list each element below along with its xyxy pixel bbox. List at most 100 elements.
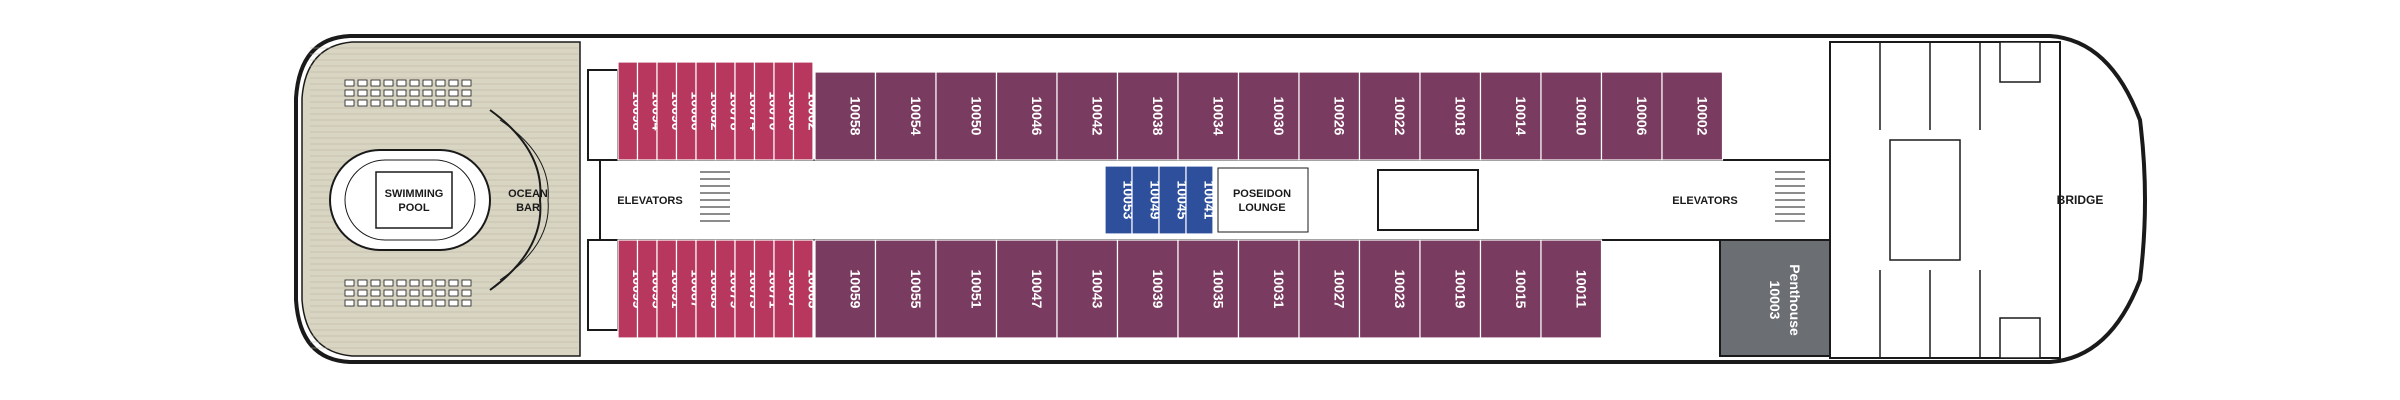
cabin-red[interactable] bbox=[792, 239, 814, 339]
lounger bbox=[435, 89, 446, 97]
lounger bbox=[422, 89, 433, 97]
cabin-purple[interactable] bbox=[1237, 71, 1300, 161]
lounger bbox=[409, 279, 420, 287]
lounger bbox=[357, 279, 368, 287]
cabin-purple[interactable] bbox=[1056, 71, 1119, 161]
aft-elevators-label: ELEVATORS bbox=[617, 195, 682, 207]
cabin-purple[interactable] bbox=[1419, 71, 1482, 161]
cabin-purple[interactable] bbox=[1116, 71, 1179, 161]
cabin-purple-number: 10047 bbox=[1029, 270, 1045, 309]
lounger bbox=[396, 79, 407, 87]
cabin-purple-number: 10010 bbox=[1573, 97, 1589, 136]
lounger bbox=[435, 99, 446, 107]
lounger bbox=[396, 89, 407, 97]
cabin-purple[interactable] bbox=[995, 71, 1058, 161]
lounger bbox=[396, 99, 407, 107]
lounger bbox=[344, 299, 355, 307]
lounge-label-2: LOUNGE bbox=[1238, 202, 1285, 214]
penthouse-suite: Penthouse 10003 bbox=[1719, 239, 1831, 357]
ocean-bar: OCEAN BAR bbox=[489, 109, 549, 291]
cabin-purple-number: 10018 bbox=[1452, 97, 1468, 136]
cabin-purple[interactable] bbox=[1600, 71, 1663, 161]
cabin-purple[interactable] bbox=[874, 71, 937, 161]
lounger bbox=[370, 79, 381, 87]
cabins-bottom-red: 1009910095100911008710083100791007510071… bbox=[617, 239, 821, 339]
lounger bbox=[448, 99, 459, 107]
cabin-purple[interactable] bbox=[995, 239, 1058, 339]
cabin-purple-number: 10039 bbox=[1150, 270, 1166, 309]
lounger bbox=[344, 89, 355, 97]
lounger bbox=[435, 79, 446, 87]
cabin-purple-number: 10046 bbox=[1029, 97, 1045, 136]
cabin-purple-number: 10011 bbox=[1573, 270, 1589, 308]
cabin-purple[interactable] bbox=[1540, 71, 1603, 161]
lounger bbox=[435, 279, 446, 287]
cabin-red[interactable] bbox=[792, 61, 814, 161]
cabin-blue[interactable] bbox=[1104, 165, 1133, 235]
cabin-purple[interactable] bbox=[1661, 71, 1724, 161]
cabin-purple[interactable] bbox=[814, 71, 877, 161]
lounger bbox=[448, 79, 459, 87]
lounger bbox=[383, 279, 394, 287]
cabin-purple[interactable] bbox=[1358, 71, 1421, 161]
cabin-purple-number: 10058 bbox=[847, 97, 863, 136]
lounger bbox=[357, 99, 368, 107]
sun-loungers bbox=[344, 79, 472, 307]
cabin-purple[interactable] bbox=[1177, 239, 1240, 339]
cabin-purple[interactable] bbox=[814, 239, 877, 339]
swimming-pool: SWIMMING POOL bbox=[329, 149, 491, 251]
lounger bbox=[409, 99, 420, 107]
cabin-purple[interactable] bbox=[1056, 239, 1119, 339]
cabin-purple-number: 10026 bbox=[1331, 97, 1347, 136]
lounger bbox=[344, 79, 355, 87]
lounger bbox=[422, 279, 433, 287]
cabin-purple-number: 10034 bbox=[1210, 97, 1226, 136]
lounger bbox=[370, 89, 381, 97]
lounger bbox=[396, 289, 407, 297]
lounger bbox=[448, 299, 459, 307]
cabin-blue[interactable] bbox=[1158, 165, 1187, 235]
pool-label-1: SWIMMING bbox=[385, 188, 444, 200]
cabin-purple[interactable] bbox=[1479, 71, 1542, 161]
lounger bbox=[409, 79, 420, 87]
lounger bbox=[344, 289, 355, 297]
penthouse-name: Penthouse bbox=[1787, 264, 1803, 336]
lounger bbox=[344, 279, 355, 287]
lounger bbox=[409, 299, 420, 307]
lounger bbox=[383, 99, 394, 107]
lounger bbox=[396, 299, 407, 307]
cabin-purple-number: 10042 bbox=[1089, 97, 1105, 136]
fwd-elevator-block: ELEVATORS bbox=[1672, 171, 1805, 222]
lounger bbox=[383, 299, 394, 307]
cabin-purple[interactable] bbox=[1237, 239, 1300, 339]
cabin-purple-number: 10014 bbox=[1513, 97, 1529, 136]
lounger bbox=[422, 99, 433, 107]
cabin-purple[interactable] bbox=[935, 71, 998, 161]
cabin-purple[interactable] bbox=[1116, 239, 1179, 339]
lounger bbox=[461, 89, 472, 97]
cabin-purple[interactable] bbox=[1358, 239, 1421, 339]
lounger bbox=[383, 289, 394, 297]
aft-elevator-block: ELEVATORS bbox=[587, 69, 730, 331]
cabin-purple[interactable] bbox=[1298, 71, 1361, 161]
lounger bbox=[357, 89, 368, 97]
poseidon-lounge: POSEIDON LOUNGE bbox=[1217, 167, 1479, 233]
cabin-purple-number: 10051 bbox=[968, 270, 984, 309]
cabin-purple-number: 10054 bbox=[908, 97, 924, 136]
lounger bbox=[448, 89, 459, 97]
cabin-purple[interactable] bbox=[1298, 239, 1361, 339]
cabin-purple[interactable] bbox=[1419, 239, 1482, 339]
lounger bbox=[357, 289, 368, 297]
lounger bbox=[461, 279, 472, 287]
cabin-purple-number: 10027 bbox=[1331, 270, 1347, 309]
cabin-purple[interactable] bbox=[1540, 239, 1603, 339]
cabin-blue[interactable] bbox=[1185, 165, 1214, 235]
cabin-purple[interactable] bbox=[874, 239, 937, 339]
lounger bbox=[344, 99, 355, 107]
pool-label-2: POOL bbox=[398, 202, 429, 214]
cabin-purple[interactable] bbox=[1479, 239, 1542, 339]
cabin-blue-number: 10041 bbox=[1202, 181, 1218, 220]
cabin-purple[interactable] bbox=[935, 239, 998, 339]
cabin-purple[interactable] bbox=[1177, 71, 1240, 161]
